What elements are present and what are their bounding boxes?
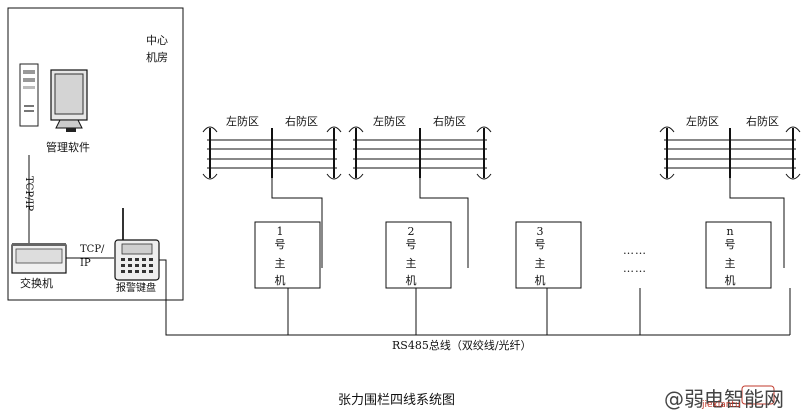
host-1-hao: 号 (274, 238, 286, 251)
control-room-label-2: 机房 (146, 51, 168, 64)
host-box-3 (515, 221, 582, 289)
host-box-2 (385, 221, 452, 289)
fence-host-link-n (729, 178, 785, 268)
host-2-ji: 机 (405, 274, 417, 287)
host-2-hao: 号 (405, 238, 417, 251)
diagram-caption: 张力围栏四线系统图 (338, 393, 456, 408)
host-n-zhu: 主 (724, 257, 736, 270)
keypad-bus-link (159, 259, 175, 336)
host-1-number: 1 (276, 225, 284, 238)
alarm-keypad-label: 报警键盘 (116, 283, 156, 294)
fence-host-link-1 (271, 178, 323, 268)
host-box-1 (254, 221, 321, 289)
fence-1-left-zone: 左防区 (226, 115, 259, 128)
tcp-ip-vertical-label: TCP/IP (23, 176, 34, 212)
watermark-subtext: jiexiantu (702, 400, 741, 410)
ellipsis-upper: …… (623, 244, 647, 257)
switch-label: 交换机 (20, 277, 53, 290)
tcp-ip-horizontal-label-1: TCP/ (80, 244, 105, 255)
host-1-zhu: 主 (274, 257, 286, 270)
fence-1-right-zone: 右防区 (285, 115, 318, 128)
switch-icon (11, 243, 67, 274)
fence-n-right-zone: 右防区 (746, 115, 779, 128)
tcp-ip-horizontal-label-2: IP (80, 258, 91, 269)
fence-n-left-zone: 左防区 (686, 115, 719, 128)
fence-host-link-2 (419, 178, 469, 268)
pc-tower-icon (19, 63, 39, 127)
host-2-zhu: 主 (405, 257, 417, 270)
host-3-zhu: 主 (534, 257, 546, 270)
fence-2-left-zone: 左防区 (373, 115, 406, 128)
host-n-ji: 机 (724, 274, 736, 287)
watermark-badge (741, 385, 775, 405)
control-room-label-1: 中心 (146, 34, 168, 47)
host-3-number: 3 (536, 225, 544, 238)
ellipsis-lower: …… (623, 262, 647, 275)
host-3-ji: 机 (534, 274, 546, 287)
host-3-hao: 号 (534, 238, 546, 251)
host-2-number: 2 (407, 225, 415, 238)
fence-2-right-zone: 右防区 (433, 115, 466, 128)
fence-1 (202, 126, 342, 180)
rs485-bus-label: RS485总线（双绞线/光纤） (392, 339, 532, 352)
alarm-keypad-icon (114, 208, 160, 281)
host-n-hao: 号 (724, 238, 736, 251)
management-software-label: 管理软件 (46, 141, 90, 154)
host-1-ji: 机 (274, 274, 286, 287)
control-room-boundary (7, 7, 184, 301)
host-n-number: n (726, 225, 734, 238)
host-box-n (705, 221, 772, 289)
fence-2 (348, 126, 492, 180)
watermark-text: @弱电智能网 (664, 387, 784, 411)
fence-n (659, 126, 801, 180)
monitor-icon (50, 69, 88, 132)
